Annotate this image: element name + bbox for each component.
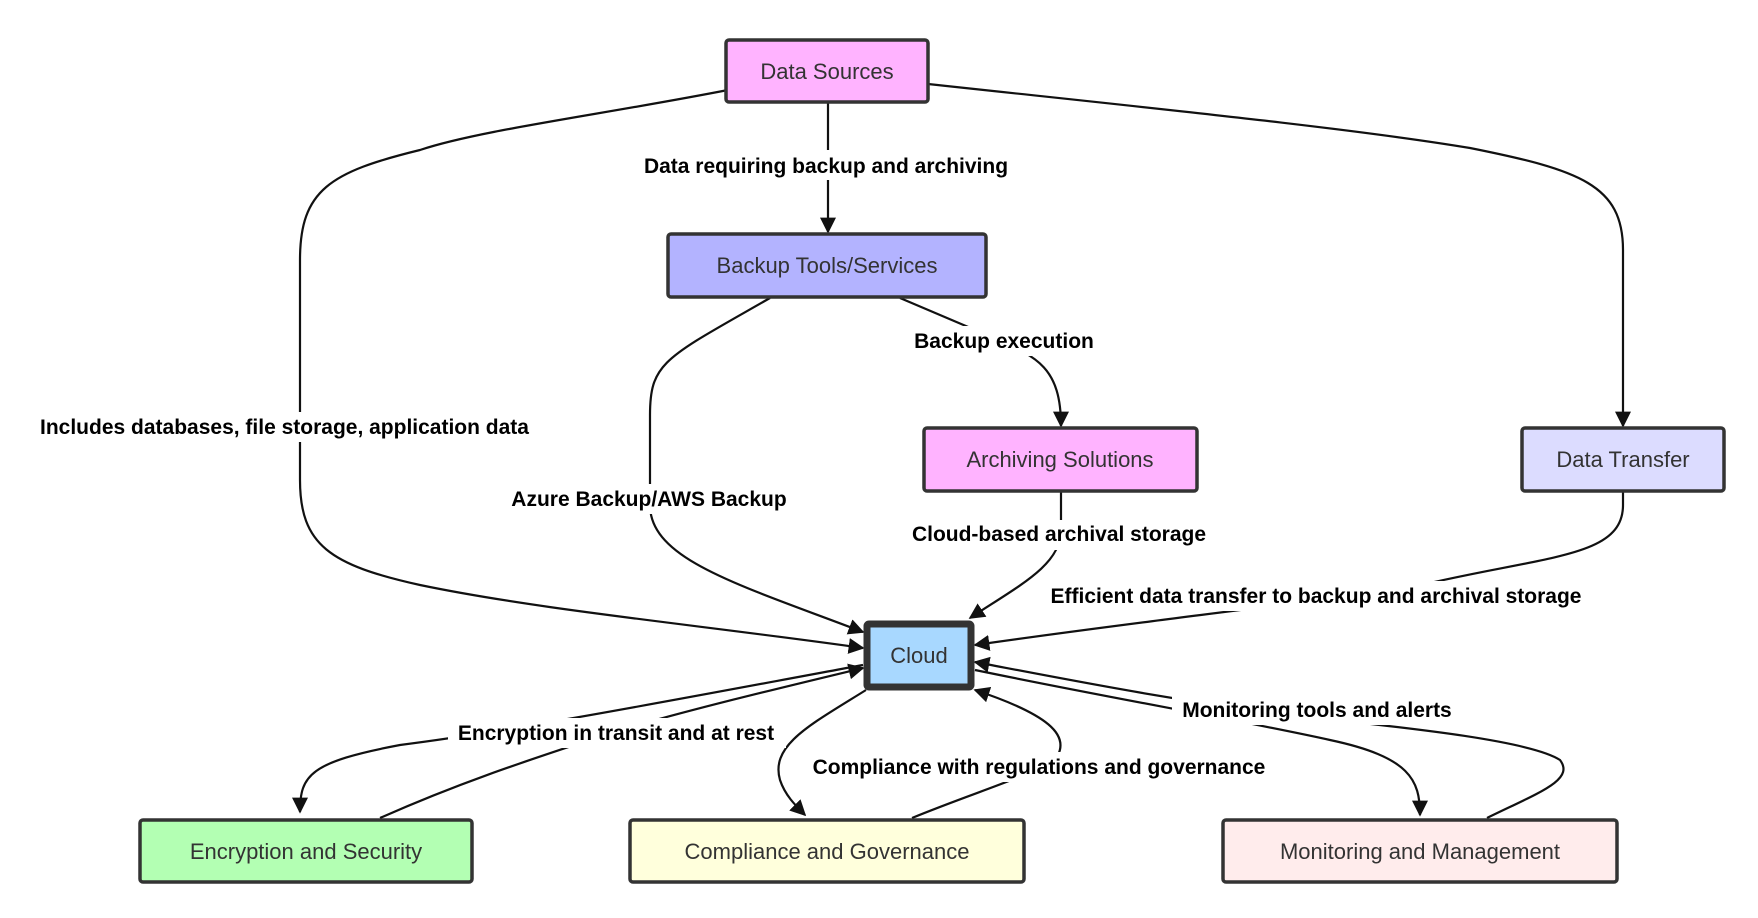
edge-label-monitoring: Monitoring tools and alerts	[1182, 699, 1452, 722]
edge-label-backup-to-cloud: Azure Backup/AWS Backup	[511, 488, 786, 511]
edge-labels: Data requiring backup and archiving Incl…	[38, 150, 1598, 782]
edge-label-transfer-to-cloud: Efficient data transfer to backup and ar…	[1051, 585, 1582, 608]
node-label: Cloud	[890, 643, 947, 668]
node-encryption-security[interactable]: Encryption and Security	[138, 818, 474, 884]
nodes: Data Sources Backup Tools/Services Archi…	[138, 38, 1726, 884]
edge-backup-to-archiving	[899, 296, 1069, 428]
edge-sources-to-cloud	[298, 88, 865, 654]
node-label: Backup Tools/Services	[717, 253, 938, 278]
edge-label-sources-to-backup: Data requiring backup and archiving	[644, 155, 1008, 178]
node-label: Encryption and Security	[190, 839, 422, 864]
edge-sources-to-transfer	[927, 82, 1631, 428]
node-backup-tools[interactable]: Backup Tools/Services	[666, 232, 988, 299]
node-monitoring-management[interactable]: Monitoring and Management	[1221, 818, 1619, 884]
edge-label-backup-to-archiving: Backup execution	[914, 330, 1094, 353]
node-label: Compliance and Governance	[685, 839, 970, 864]
node-cloud[interactable]: Cloud	[863, 620, 975, 691]
edge-label-archiving-to-cloud: Cloud-based archival storage	[912, 523, 1206, 546]
node-label: Data Sources	[760, 59, 893, 84]
node-compliance-governance[interactable]: Compliance and Governance	[628, 818, 1026, 884]
node-data-transfer[interactable]: Data Transfer	[1520, 426, 1726, 493]
node-archiving-solutions[interactable]: Archiving Solutions	[922, 426, 1199, 493]
edge-monitoring-to-cloud	[973, 656, 1565, 819]
edge-label-encryption: Encryption in transit and at rest	[458, 722, 774, 745]
edge-backup-to-cloud	[648, 297, 865, 635]
node-data-sources[interactable]: Data Sources	[724, 38, 930, 104]
node-label: Archiving Solutions	[966, 447, 1153, 472]
node-label: Monitoring and Management	[1280, 839, 1560, 864]
edge-transfer-to-cloud	[973, 492, 1625, 651]
node-label: Data Transfer	[1556, 447, 1689, 472]
edge-label-sources-to-cloud: Includes databases, file storage, applic…	[40, 416, 529, 439]
edge-cloud-to-compliance	[777, 689, 867, 817]
edge-cloud-to-monitoring	[974, 668, 1428, 817]
edge-label-compliance: Compliance with regulations and governan…	[813, 756, 1266, 779]
